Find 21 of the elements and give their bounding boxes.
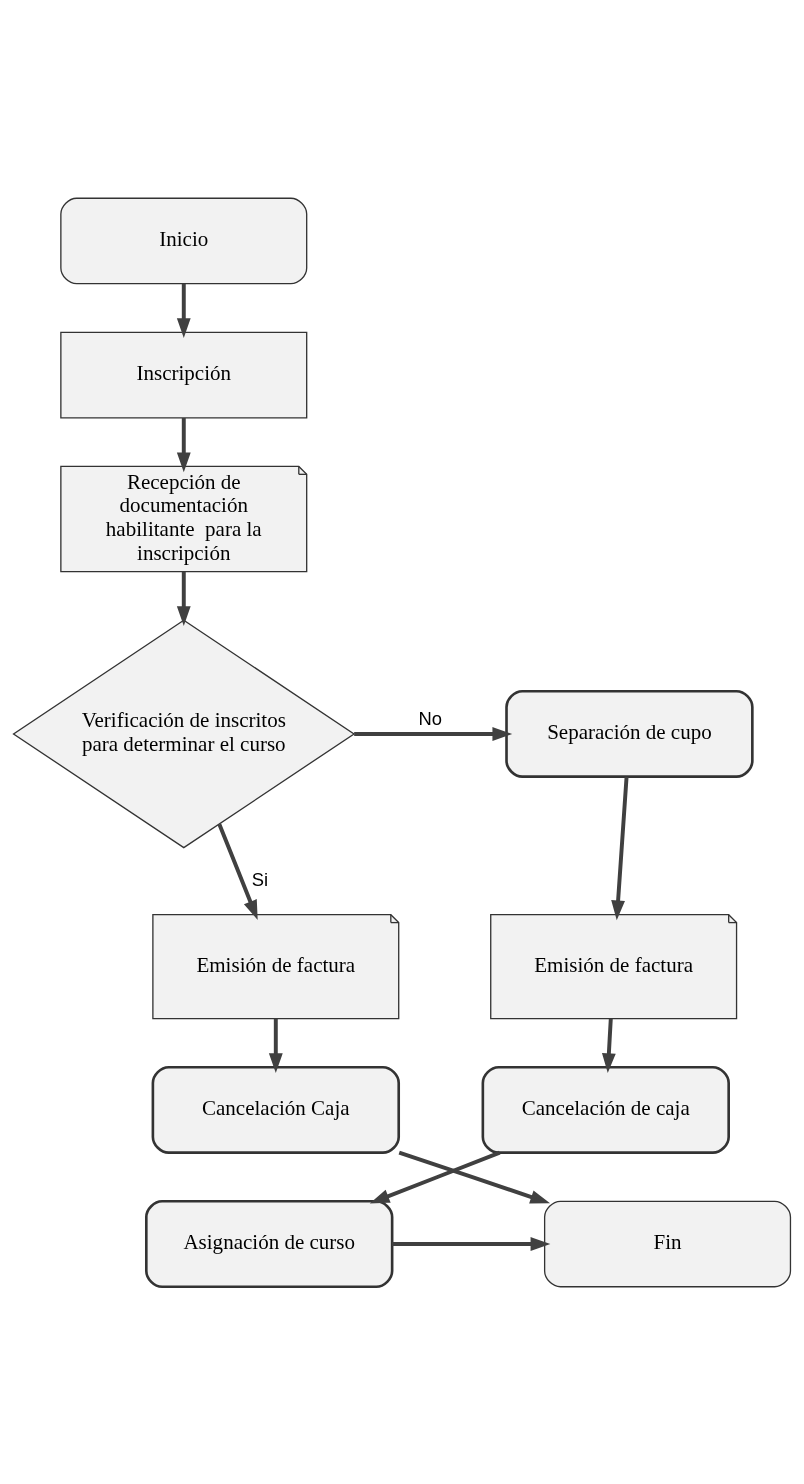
arrow — [392, 1236, 551, 1251]
edge-label: No — [418, 707, 443, 729]
node-box: Cancelación de caja — [481, 1065, 730, 1154]
arrow — [369, 1150, 501, 1203]
node-box: Asignación de curso — [145, 1199, 394, 1288]
arrow — [176, 571, 191, 626]
arrow — [398, 1150, 551, 1204]
node-box: Cancelación Caja — [151, 1065, 401, 1154]
arrow — [268, 1018, 283, 1073]
arrow — [217, 823, 258, 920]
arrow — [176, 283, 191, 338]
node-box: Separación de cupo — [505, 689, 754, 778]
node-box: Inscripción — [60, 331, 308, 418]
arrow — [176, 417, 191, 472]
edge-label: Si — [251, 868, 269, 890]
node-diamond: Verificación de inscritos para determinar el curso — [12, 618, 356, 848]
arrow — [611, 776, 629, 920]
node-box: Fin — [543, 1200, 792, 1287]
arrow — [354, 726, 513, 741]
arrow — [601, 1018, 616, 1073]
node-box: Inicio — [60, 197, 308, 284]
